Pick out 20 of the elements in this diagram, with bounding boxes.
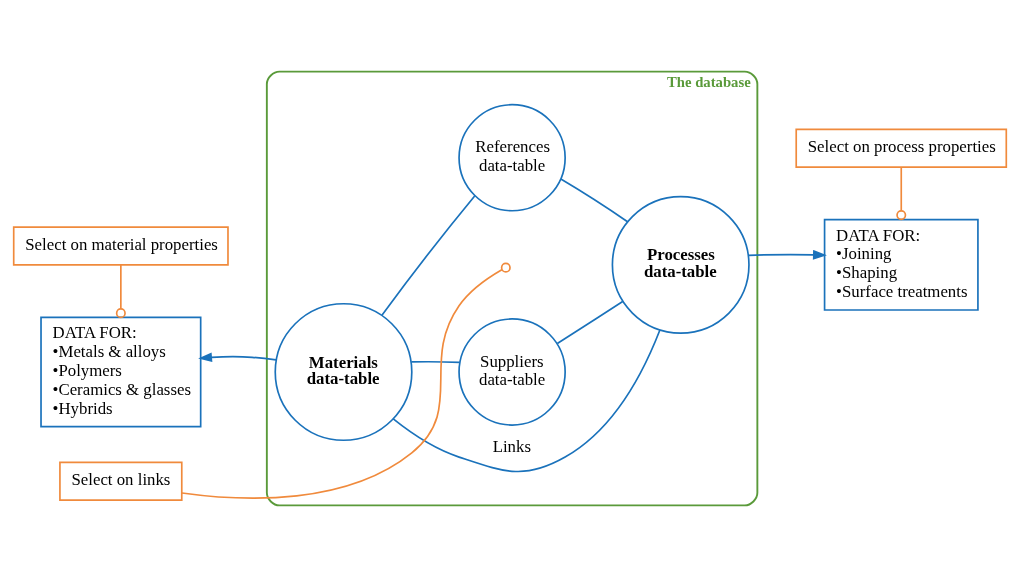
arrow bbox=[197, 352, 277, 363]
connector bbox=[180, 268, 503, 499]
node-box: Select on links bbox=[58, 461, 183, 501]
connector bbox=[895, 166, 906, 221]
connector bbox=[391, 329, 661, 473]
edge-label: Links bbox=[492, 436, 531, 456]
node-box: Select on material properties bbox=[12, 226, 229, 266]
connector bbox=[559, 178, 628, 223]
arrow bbox=[747, 249, 827, 260]
node-circle: Materials data-table bbox=[273, 302, 413, 442]
connector bbox=[380, 195, 475, 317]
node-box: DATA FOR: •Metals & alloys •Polymers •Ceramics & glasses •Hybrids bbox=[39, 316, 201, 428]
connector bbox=[115, 264, 126, 319]
node-circle: Suppliers data-table bbox=[457, 318, 566, 426]
connector bbox=[556, 300, 623, 345]
node-box: DATA FOR: •Joining •Shaping •Surface treatments bbox=[823, 218, 979, 311]
connector bbox=[410, 360, 460, 364]
node-circle: References data-table bbox=[457, 103, 566, 212]
node-box: Select on process properties bbox=[794, 128, 1007, 169]
node-circle: Processes data-table bbox=[611, 195, 750, 334]
